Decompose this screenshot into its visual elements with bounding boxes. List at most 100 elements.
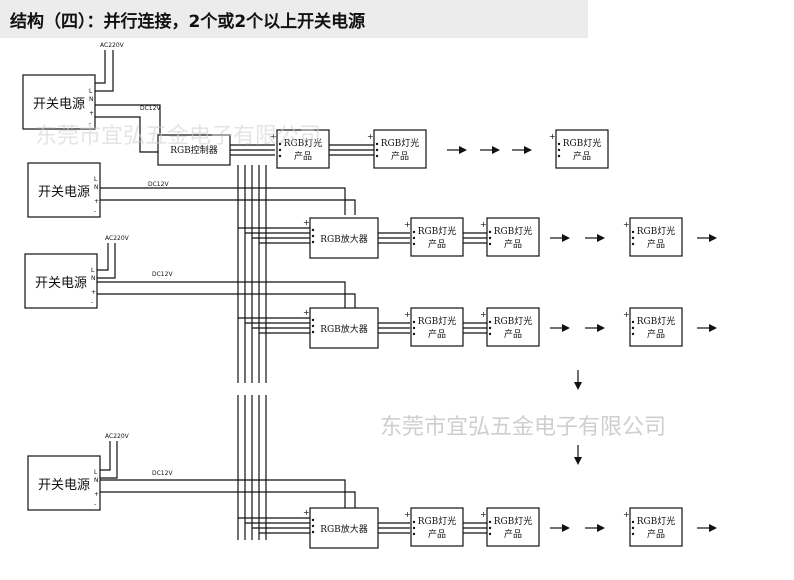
psu-minus-label: - xyxy=(94,208,96,215)
switching-power-supply xyxy=(24,253,98,309)
rgb-amplifier-3 xyxy=(309,507,379,549)
ac-label: AC220V xyxy=(105,235,130,242)
psu-l-label: L xyxy=(91,267,95,274)
terminal-pin xyxy=(631,520,635,524)
terminal-plus: + xyxy=(623,220,630,229)
terminal-pin xyxy=(631,332,635,336)
terminal-pin xyxy=(278,154,282,158)
terminal-pin xyxy=(311,524,315,528)
amplifier-label: RGB放大器 xyxy=(320,523,368,535)
rgb-light-row xyxy=(410,217,464,257)
rgb-light-label-1: RGB灯光 xyxy=(637,225,676,237)
terminal-pin xyxy=(488,520,492,524)
terminal-pin xyxy=(631,320,635,324)
rgb-light-label-1: RGB灯光 xyxy=(563,137,602,149)
terminal-plus: + xyxy=(480,510,487,519)
arrow-1c-head xyxy=(524,146,532,154)
amplifier-label: RGB放大器 xyxy=(320,323,368,335)
switching-power-supply xyxy=(27,162,101,218)
dc-label: DC12V xyxy=(152,470,173,477)
dc-wire-minus-4 xyxy=(100,491,356,510)
arrow-row-head xyxy=(597,524,605,532)
ac-wire-n xyxy=(100,441,118,479)
terminal-pin xyxy=(488,332,492,336)
terminal-pin xyxy=(557,148,561,152)
psu-n-label: N xyxy=(91,275,96,282)
terminal-plus: + xyxy=(480,220,487,229)
amplifier-label: RGB放大器 xyxy=(320,233,368,245)
terminal-pin xyxy=(631,230,635,234)
psu-plus-label: + xyxy=(91,289,96,296)
rgb-light-row xyxy=(410,507,464,547)
rgb-amplifier-2 xyxy=(309,307,379,349)
dc-wire-minus-3 xyxy=(97,293,356,310)
rgb-light-label-2: 产品 xyxy=(294,150,312,162)
switching-power-supply xyxy=(27,455,101,511)
psu-label: 开关电源 xyxy=(38,185,90,200)
terminal-pin xyxy=(412,242,416,246)
watermark-text-top: 东莞市宜弘五金电子有限公司 xyxy=(35,124,321,149)
dc-wire-plus-2 xyxy=(100,187,346,215)
terminal-plus: + xyxy=(480,310,487,319)
psu-label: 开关电源 xyxy=(33,97,85,112)
rgb-light-row-end xyxy=(629,507,683,547)
terminal-pin xyxy=(412,520,416,524)
terminal-pin xyxy=(412,320,416,324)
psu-n-label: N xyxy=(94,477,99,484)
arrow-row-head xyxy=(562,524,570,532)
page-title: 结构（四）：并行连接，2个或2个以上开关电源 xyxy=(10,12,366,32)
down-arrow-head xyxy=(574,382,582,390)
psu-minus-label: - xyxy=(91,299,93,306)
ac-wire-n xyxy=(95,50,114,92)
rgb-light-label-1: RGB灯光 xyxy=(637,515,676,527)
terminal-pin xyxy=(557,142,561,146)
rgb-light-row xyxy=(486,307,540,347)
rgb-light-label-1: RGB灯光 xyxy=(418,315,457,327)
ac-label: AC220V xyxy=(105,433,130,440)
rgb-light-label-2: 产品 xyxy=(647,238,665,250)
terminal-pin xyxy=(375,142,379,146)
terminal-pin xyxy=(412,326,416,330)
terminal-pin xyxy=(311,518,315,522)
rgb-light-label-2: 产品 xyxy=(504,328,522,340)
rgb-light-row-end xyxy=(629,307,683,347)
rgb-light-label-2: 产品 xyxy=(647,328,665,340)
psu-minus-label: - xyxy=(94,501,96,508)
terminal-plus: + xyxy=(270,132,277,141)
rgb-light-label-2: 产品 xyxy=(573,150,591,162)
terminal-pin xyxy=(557,154,561,158)
rgb-light-row-end xyxy=(629,217,683,257)
terminal-pin xyxy=(488,230,492,234)
ac-wire-n xyxy=(97,243,116,279)
terminal-pin xyxy=(311,330,315,334)
terminal-pin xyxy=(375,148,379,152)
rgb-light-label-1: RGB灯光 xyxy=(494,225,533,237)
rgb-light-label-2: 产品 xyxy=(428,528,446,540)
dc-wire-minus-2 xyxy=(100,199,356,215)
terminal-pin xyxy=(631,236,635,240)
controller-label: RGB控制器 xyxy=(170,144,218,156)
terminal-pin xyxy=(278,142,282,146)
psu-n-label: N xyxy=(89,96,94,103)
arrow-row-head xyxy=(562,234,570,242)
rgb-light-label-1: RGB灯光 xyxy=(418,515,457,527)
rgb-light-row xyxy=(410,307,464,347)
rgb-light-label-2: 产品 xyxy=(647,528,665,540)
terminal-plus: + xyxy=(303,508,310,517)
ac-label: AC220V xyxy=(100,42,125,49)
arrow-row-head xyxy=(597,234,605,242)
rgb-light-1-1 xyxy=(276,129,330,169)
terminal-pin xyxy=(375,154,379,158)
psu-n-label: N xyxy=(94,184,99,191)
rgb-light-label-2: 产品 xyxy=(504,528,522,540)
psu-l-label: L xyxy=(94,176,98,183)
watermark-text: 东莞市宜弘五金电子有限公司 xyxy=(380,415,666,440)
terminal-pin xyxy=(412,230,416,234)
rgb-light-1-2 xyxy=(373,129,427,169)
terminal-pin xyxy=(631,526,635,530)
dc-label: DC12V xyxy=(152,271,173,278)
psu-label: 开关电源 xyxy=(38,478,90,493)
switching-power-supply xyxy=(22,74,96,130)
rgb-light-label-1: RGB灯光 xyxy=(637,315,676,327)
